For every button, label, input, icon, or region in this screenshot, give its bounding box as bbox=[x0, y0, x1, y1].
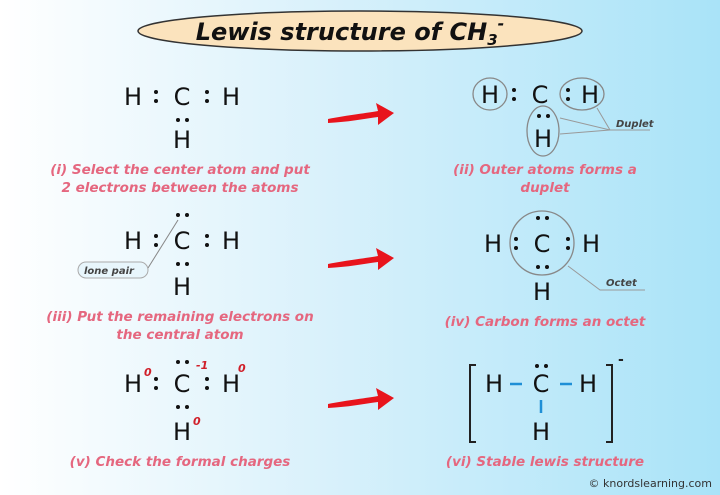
caption: (iii) Put the remaining electrons on bbox=[46, 309, 313, 325]
atom-h: H bbox=[222, 83, 240, 111]
right-bracket bbox=[606, 364, 613, 443]
atom-c: C bbox=[532, 81, 549, 109]
atom-h: H bbox=[173, 126, 191, 154]
formal-charge: 0 bbox=[144, 366, 152, 379]
atom-c: C bbox=[174, 370, 191, 398]
caption: (i) Select the center atom and put bbox=[50, 162, 310, 178]
atom-h: H bbox=[532, 418, 550, 446]
atom-c: C bbox=[534, 230, 551, 258]
title-banner: Lewis structure of CH3- bbox=[137, 10, 583, 52]
atom-c: C bbox=[174, 83, 191, 111]
step-1: H C H H (i) Select the center atom and p… bbox=[50, 83, 310, 196]
step-6: - H C H H (vi) Stable lewis structure bbox=[446, 352, 644, 470]
caption: (ii) Outer atoms forms a bbox=[453, 162, 637, 178]
atom-h: H bbox=[124, 227, 142, 255]
duplet-label: Duplet bbox=[616, 119, 655, 130]
left-bracket bbox=[469, 364, 476, 443]
step-5: -1 H 0 C H 0 H 0 (v) Check the formal ch… bbox=[70, 359, 291, 470]
atom-h: H bbox=[582, 230, 600, 258]
step-3: H C H H lone pair (iii) Put the remainin… bbox=[46, 213, 314, 343]
atom-h: H bbox=[124, 370, 142, 398]
atom-h: H bbox=[481, 81, 499, 109]
arrow-icon bbox=[328, 248, 394, 270]
watermark: © knordslearning.com bbox=[589, 477, 712, 490]
caption: the central atom bbox=[116, 327, 243, 343]
atom-h: H bbox=[173, 418, 191, 446]
formal-charge: -1 bbox=[196, 359, 208, 372]
step-4: H C H H Octet (iv) Carbon forms an octet bbox=[445, 210, 646, 330]
atom-h: H bbox=[533, 278, 551, 306]
formal-charge: 0 bbox=[238, 362, 246, 375]
arrow-icon bbox=[328, 388, 394, 410]
atom-c: C bbox=[174, 227, 191, 255]
atom-h: H bbox=[484, 230, 502, 258]
caption: 2 electrons between the atoms bbox=[62, 180, 299, 196]
title-text: Lewis structure of CH3- bbox=[196, 14, 505, 49]
atom-h: H bbox=[222, 370, 240, 398]
atom-h: H bbox=[485, 370, 503, 398]
atom-h: H bbox=[581, 81, 599, 109]
formal-charge: 0 bbox=[193, 415, 201, 428]
atom-h: H bbox=[534, 125, 552, 153]
atom-h: H bbox=[579, 370, 597, 398]
lone-pair-label: lone pair bbox=[84, 266, 135, 277]
caption: duplet bbox=[520, 180, 570, 196]
caption: (iv) Carbon forms an octet bbox=[445, 314, 646, 330]
atom-h: H bbox=[173, 273, 191, 301]
ion-charge: - bbox=[618, 352, 624, 368]
atom-h: H bbox=[222, 227, 240, 255]
step-2: H C H H Duplet (ii) Outer atoms forms a … bbox=[453, 77, 655, 196]
caption: (v) Check the formal charges bbox=[70, 454, 291, 470]
octet-label: Octet bbox=[606, 278, 638, 289]
atom-h: H bbox=[124, 83, 142, 111]
arrow-icon bbox=[328, 103, 394, 125]
caption: (vi) Stable lewis structure bbox=[446, 454, 644, 470]
atom-c: C bbox=[533, 370, 550, 398]
